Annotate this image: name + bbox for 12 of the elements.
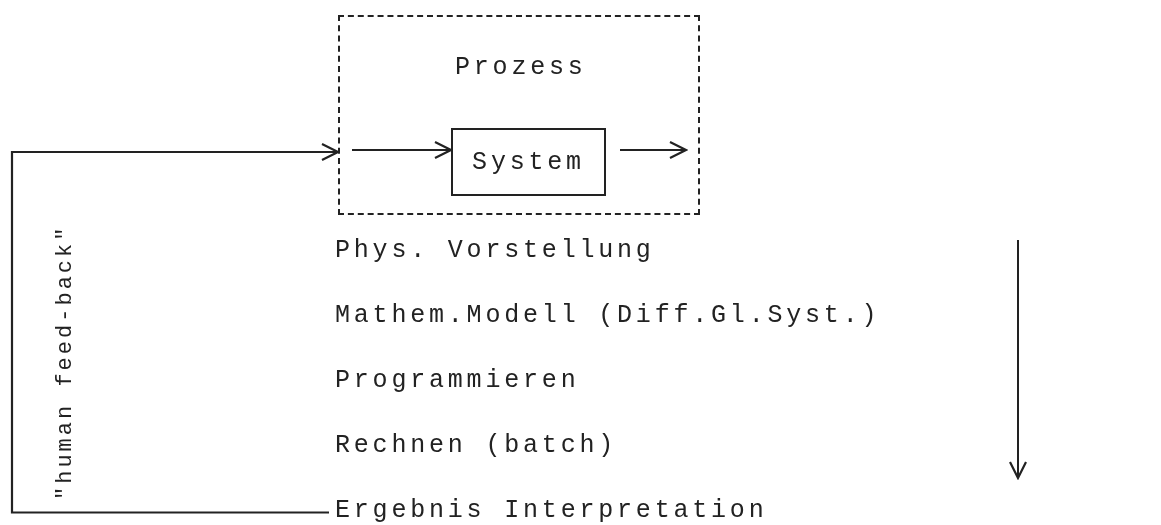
process-box: System [451,128,606,196]
step-text: Programmieren [335,368,580,393]
arrow [352,140,453,160]
step-text: Phys. Vorstellung [335,238,655,263]
step-text: Mathem.Modell (Diff.Gl.Syst.) [335,303,881,328]
edge-label: "human feed-back" [55,224,77,500]
dashed-group-box [338,15,700,215]
group-title: Prozess [455,55,587,80]
step-text: Rechnen (batch) [335,433,618,458]
step-text: Ergebnis Interpretation [335,498,768,523]
arrow [620,140,688,160]
arrow [10,142,340,514]
